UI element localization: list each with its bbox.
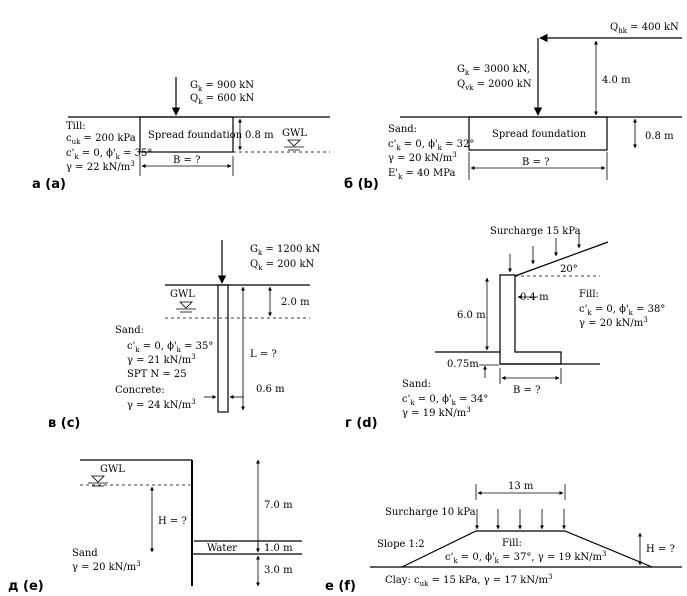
- foundation-label: Spread foundation: [492, 129, 587, 140]
- load-g: Gk = 3000 kN,: [457, 64, 530, 77]
- panel-e: GWL H = ? 7.0 m Water 1.0 m 3.0 m Sand γ…: [8, 459, 302, 594]
- load-g: Gk = 900 kN: [190, 80, 254, 93]
- h-label: H = ?: [646, 544, 675, 555]
- load-q: Qk = 200 kN: [250, 259, 315, 272]
- caption-f: e (f): [325, 579, 356, 594]
- soil-phi: c'k = 0, ϕ'k = 35°: [66, 148, 152, 161]
- soil-title: Sand:: [402, 379, 431, 390]
- surcharge-label: Surcharge 15 kPa: [490, 226, 581, 237]
- base-depth-label: 0.75m: [447, 359, 479, 370]
- gwl-label: GWL: [170, 289, 195, 300]
- caption-e: д (e): [8, 579, 44, 594]
- caption-b: б (b): [344, 177, 379, 192]
- fill-title: Fill:: [579, 289, 599, 300]
- spread-foundation: [468, 116, 608, 151]
- slope-label: Slope 1:2: [377, 539, 425, 550]
- diameter-label: 0.6 m: [256, 384, 285, 395]
- length-label: L = ?: [250, 349, 277, 360]
- backfill-surface: [514, 241, 609, 277]
- width-label: B = ?: [513, 385, 540, 396]
- depth-label: 0.8 m: [645, 131, 674, 142]
- depth-label: 0.8 m: [245, 130, 274, 141]
- fill-gamma: γ = 20 kN/m3: [579, 316, 648, 329]
- panel-c: Gk = 1200 kN Qk = 200 kN GWL 2.0 m L = ?…: [48, 240, 321, 431]
- soil-gamma: γ = 20 kN/m3: [72, 560, 141, 573]
- gwl-symbol: [88, 475, 108, 487]
- soil-title: Sand:: [115, 325, 144, 336]
- soil-phi: c'k = 0, ϕ'k = 32°: [388, 139, 474, 152]
- width-label: B = ?: [522, 157, 549, 168]
- stem-label: 0.4 m: [520, 292, 549, 303]
- load-g: Gk = 1200 kN: [250, 244, 321, 257]
- soil-cuk: cuk = 200 kPa: [66, 133, 136, 146]
- retaining-wall: [499, 274, 562, 365]
- pile: [217, 284, 229, 413]
- panel-a: Gk = 900 kN Qk = 600 kN Spread foundatio…: [32, 77, 330, 192]
- soil-title: Sand: [72, 548, 98, 559]
- fill-phi: c'k = 0, ϕ'k = 38°: [579, 304, 665, 317]
- gwl-label: GWL: [100, 464, 125, 475]
- embed-label: 3.0 m: [264, 565, 293, 576]
- caption-c: в (c): [48, 416, 80, 431]
- load-q: Qk = 600 kN: [190, 93, 255, 106]
- soil-gamma: γ = 19 kN/m3: [402, 406, 471, 419]
- surcharge-label: Surcharge 10 kPa: [385, 507, 476, 518]
- gwl-symbol: [284, 139, 304, 151]
- height-label: 6.0 m: [457, 310, 486, 321]
- soil-gamma: γ = 20 kN/m3: [388, 151, 457, 164]
- water-label: Water: [207, 543, 237, 554]
- gwl-label: GWL: [282, 128, 307, 139]
- spread-foundation: [139, 116, 234, 153]
- panel-f: 13 m Surcharge 10 kPa Slope 1:2 Fill: c'…: [325, 481, 682, 594]
- gwl-depth-label: 2.0 m: [281, 297, 310, 308]
- total-height-label: 7.0 m: [264, 500, 293, 511]
- h-label: H = ?: [158, 516, 187, 527]
- soil-phi: c'k = 0, ϕ'k = 34°: [402, 394, 488, 407]
- panel-b: Qhk = 400 kN Gk = 3000 kN, Qvk = 2000 kN…: [344, 22, 682, 192]
- soil-spt: SPT N = 25: [127, 369, 187, 380]
- foundation-label: Spread foundation: [148, 130, 243, 141]
- concrete-title: Concrete:: [115, 385, 165, 396]
- embankment: [401, 530, 653, 568]
- clay-props: Clay: cuk = 15 kPa, γ = 17 kN/m3: [385, 573, 552, 588]
- soil-title: Till:: [66, 121, 86, 132]
- water-depth-label: 1.0 m: [264, 543, 293, 554]
- soil-e: E'k = 40 MPa: [388, 168, 455, 181]
- width-label: B = ?: [173, 155, 200, 166]
- fill-title: Fill:: [502, 538, 522, 549]
- top-width-label: 13 m: [508, 481, 534, 492]
- concrete-gamma: γ = 24 kN/m3: [127, 398, 196, 411]
- caption-d: г (d): [345, 416, 378, 431]
- soil-gamma: γ = 22 kN/m3: [66, 160, 135, 173]
- height-label: 4.0 m: [602, 75, 631, 86]
- caption-a: а (a): [32, 177, 66, 192]
- soil-gamma: γ = 21 kN/m3: [127, 353, 196, 366]
- soil-phi: c'k = 0, ϕ'k = 35°: [127, 341, 213, 354]
- fill-props: c'k = 0, ϕ'k = 37°, γ = 19 kN/m3: [445, 550, 606, 565]
- soil-title: Sand:: [388, 124, 417, 135]
- load-qh: Qhk = 400 kN: [610, 22, 679, 35]
- gwl-symbol: [176, 301, 196, 313]
- panel-d: Surcharge 15 kPa 20° 0.4 m 6.0 m Fill: c…: [345, 226, 665, 431]
- angle-label: 20°: [560, 264, 578, 275]
- load-qv: Qvk = 2000 kN: [457, 79, 532, 92]
